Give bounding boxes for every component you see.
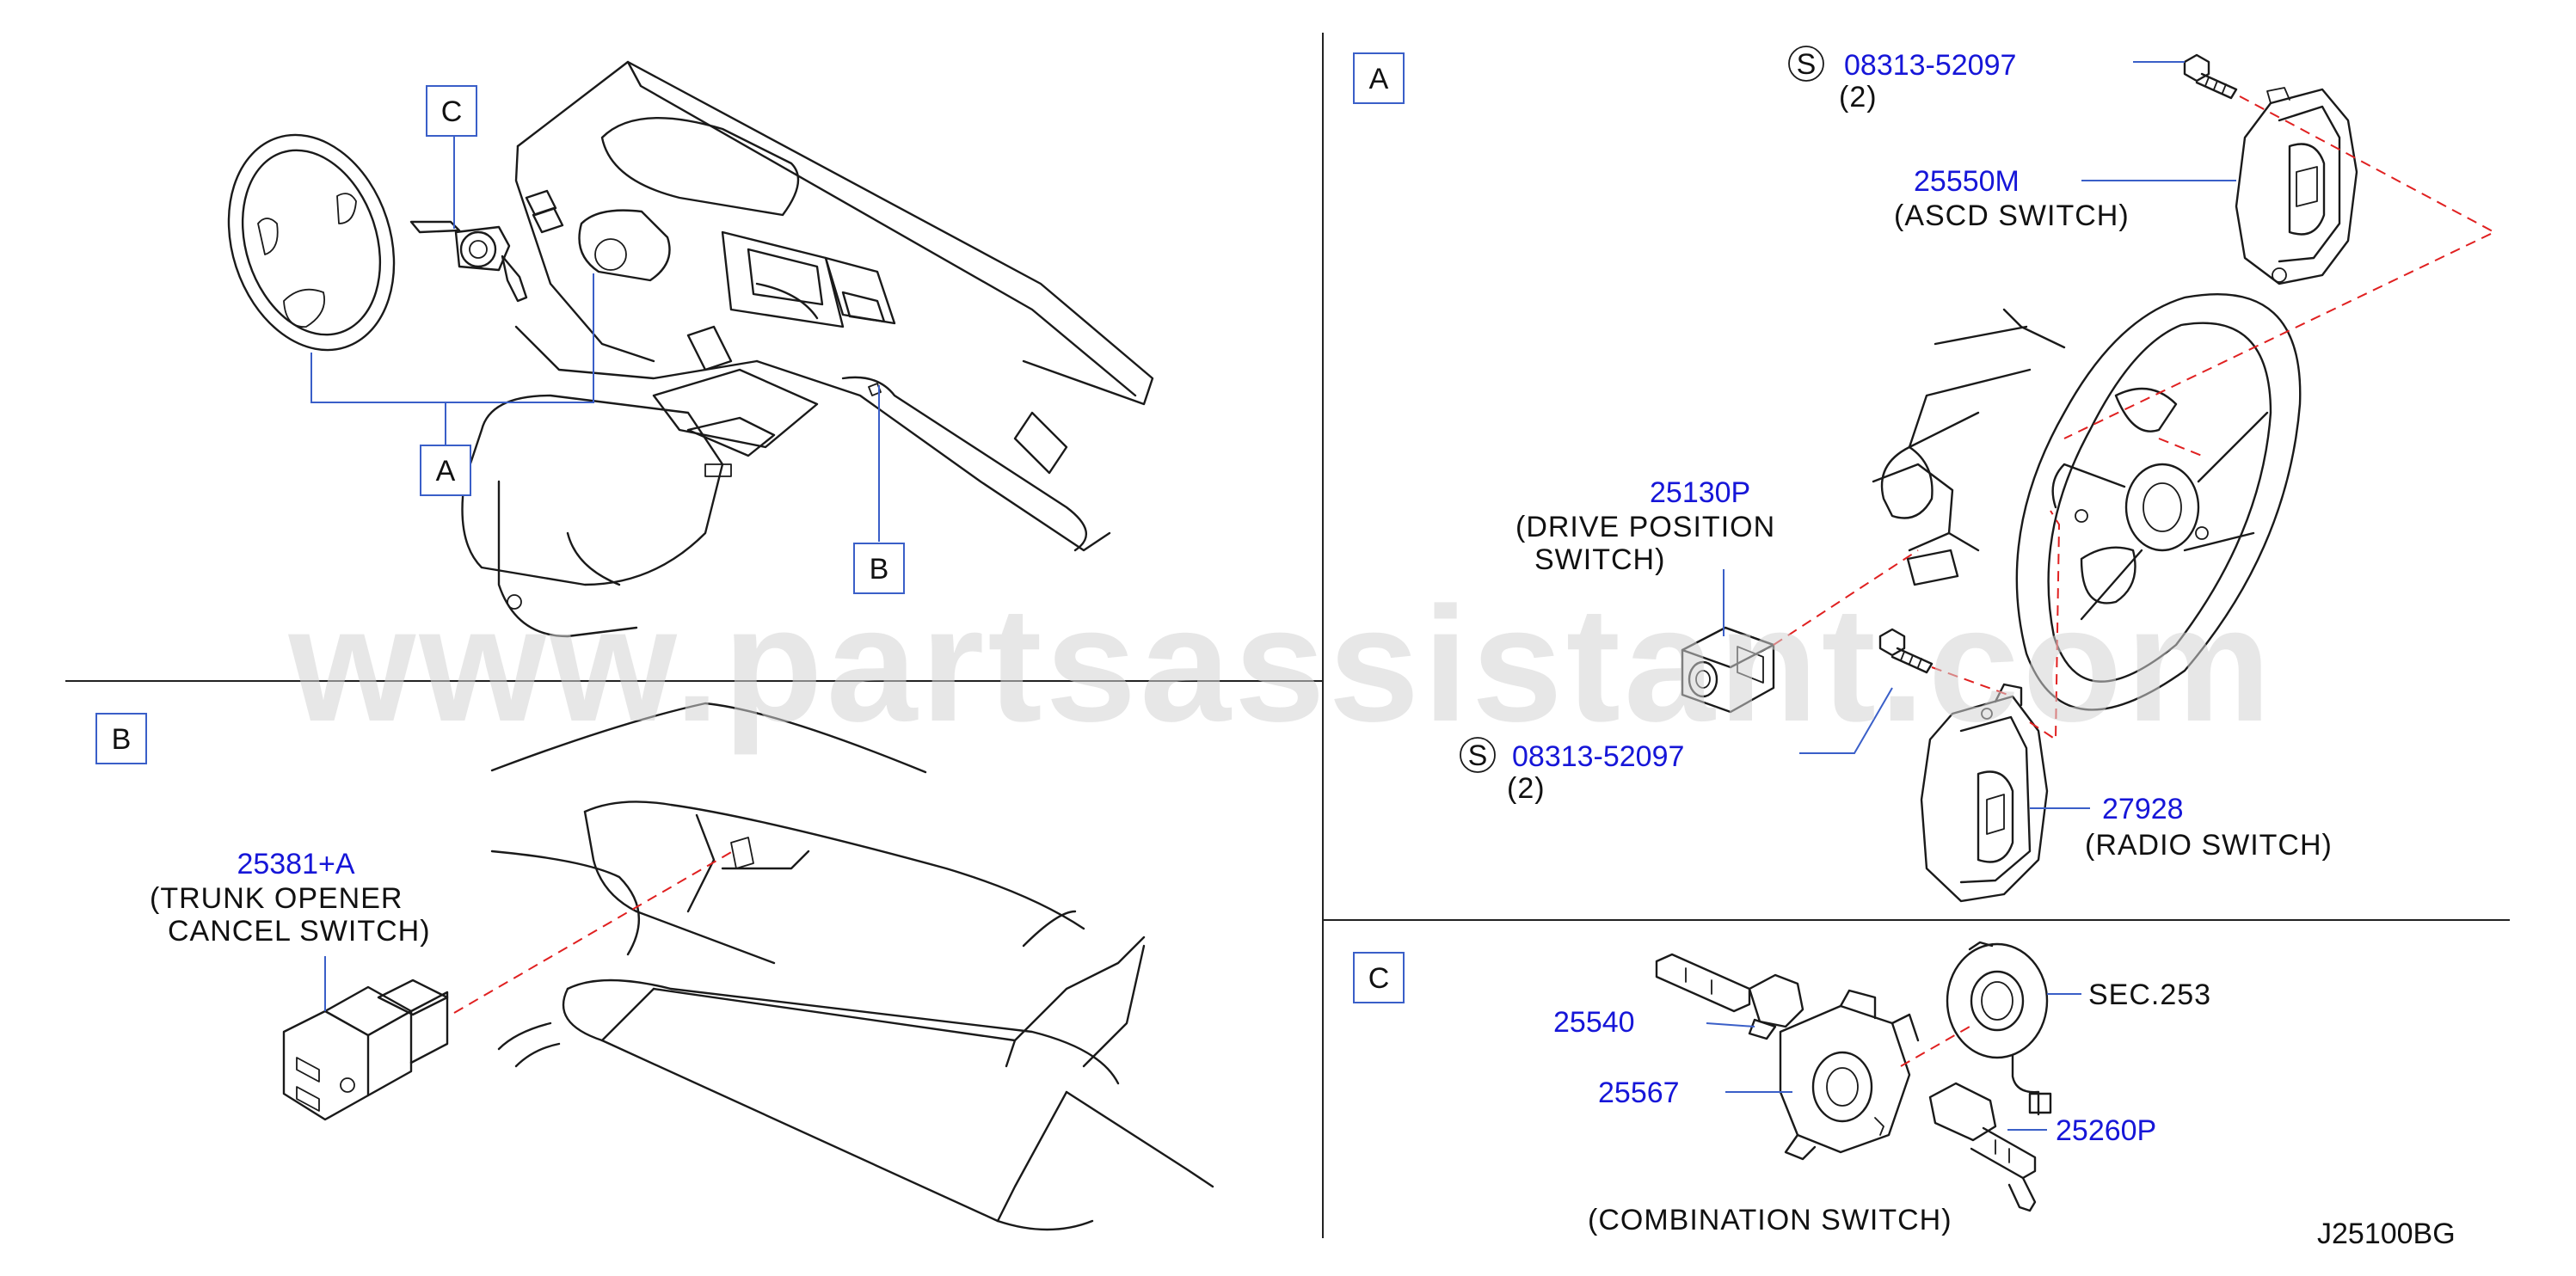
svg-text:C: C bbox=[441, 95, 463, 128]
screw-bottom-drawing bbox=[1878, 628, 1934, 674]
radio-switch-name: (RADIO SWITCH) bbox=[2085, 829, 2333, 862]
svg-text:S: S bbox=[1468, 739, 1488, 772]
panel-dividers bbox=[65, 33, 2510, 1238]
callout-box-b: B bbox=[853, 543, 905, 594]
drive-position-switch-part-number[interactable]: 25130P bbox=[1650, 476, 1750, 509]
screw-top-part-number[interactable]: 08313-52097 bbox=[1844, 49, 2016, 82]
glove-box-drawing bbox=[490, 702, 1214, 1231]
screw-bottom-part-number[interactable]: 08313-52097 bbox=[1512, 740, 1684, 773]
watermark-text: www.partsassistant.com bbox=[288, 574, 2275, 756]
section-a-leaders bbox=[1723, 61, 2236, 809]
screw-bottom-quantity: (2) bbox=[1507, 772, 1546, 805]
callout-box-a: A bbox=[420, 445, 471, 496]
part-25567-number[interactable]: 25567 bbox=[1598, 1077, 1680, 1109]
callout-box-c: C bbox=[426, 85, 477, 137]
trunk-opener-switch-drawing bbox=[282, 978, 449, 1121]
section-a-label-box bbox=[1353, 52, 1405, 104]
overview-combination-switch bbox=[409, 220, 528, 303]
part-25260p-drawing bbox=[1928, 1082, 2037, 1212]
trunk-opener-name-line-1: (TRUNK OPENER bbox=[150, 882, 403, 915]
section-c-leaders bbox=[1706, 993, 2081, 1131]
overview-steering-wheel bbox=[227, 133, 396, 352]
section-b-panel: B bbox=[95, 702, 1214, 1231]
overview-panel: C A B bbox=[227, 60, 1154, 638]
part-25540-number[interactable]: 25540 bbox=[1553, 1006, 1635, 1039]
ascd-switch-name: (ASCD SWITCH) bbox=[1894, 199, 2130, 232]
radio-switch-part-number[interactable]: 27928 bbox=[2102, 793, 2184, 825]
overview-leaders bbox=[310, 129, 880, 542]
section-a-panel: A bbox=[1353, 46, 2497, 903]
svg-text:B: B bbox=[870, 553, 889, 586]
trunk-switch-dashed-line bbox=[453, 850, 734, 1014]
section-c-letter: C bbox=[1368, 962, 1390, 995]
part-25567-drawing bbox=[1779, 989, 1920, 1161]
section-c-dashed-line bbox=[1900, 1026, 1970, 1067]
trunk-opener-part-number[interactable]: 25381+A bbox=[237, 848, 354, 880]
section-c-label-box bbox=[1353, 952, 1405, 1003]
sec-253-clock-spring-drawing bbox=[1946, 941, 2052, 1116]
sec-253-reference: SEC.253 bbox=[2088, 978, 2211, 1011]
svg-text:S: S bbox=[1797, 48, 1817, 81]
overview-dashboard bbox=[461, 60, 1154, 638]
drive-position-switch-name-line-1: (DRIVE POSITION bbox=[1515, 511, 1775, 543]
section-a-letter: A bbox=[1369, 63, 1389, 95]
part-25260p-number[interactable]: 25260P bbox=[2056, 1114, 2156, 1147]
diagram-reference-code: J25100BG bbox=[2317, 1218, 2456, 1250]
ascd-switch-drawing bbox=[2235, 87, 2358, 285]
section-c-panel: C bbox=[1353, 941, 2211, 1236]
section-b-letter: B bbox=[112, 723, 132, 756]
radio-switch-drawing bbox=[1920, 683, 2049, 903]
ascd-switch-part-number[interactable]: 25550M bbox=[1914, 165, 2020, 198]
svg-text:A: A bbox=[436, 455, 456, 488]
combination-switch-name: (COMBINATION SWITCH) bbox=[1588, 1204, 1952, 1236]
screw-top-drawing bbox=[2183, 53, 2238, 100]
drive-position-switch-drawing bbox=[1681, 626, 1775, 714]
section-a-steering-wheel bbox=[1872, 293, 2302, 711]
part-25540-drawing bbox=[1655, 953, 1804, 1040]
screw-top-quantity: (2) bbox=[1839, 81, 1878, 113]
drive-position-switch-name-line-2: SWITCH) bbox=[1534, 543, 1665, 576]
trunk-opener-name-line-2: CANCEL SWITCH) bbox=[168, 915, 431, 948]
section-a-dashed-lines bbox=[1773, 95, 2497, 741]
screw-top-s-symbol: S bbox=[1788, 46, 1824, 82]
screw-bottom-s-symbol: S bbox=[1460, 737, 1496, 773]
section-b-label-box bbox=[95, 713, 147, 764]
